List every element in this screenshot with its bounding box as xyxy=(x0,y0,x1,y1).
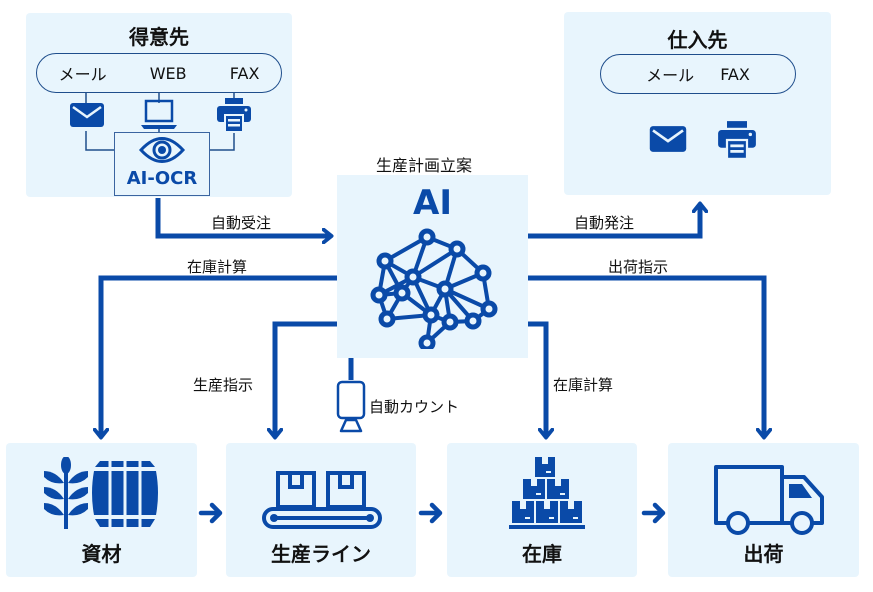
neural-network-brain-icon xyxy=(370,228,498,349)
printer-icon xyxy=(217,98,251,133)
stage-inventory: 在庫 xyxy=(447,443,637,577)
ai-ocr-box: AI-OCR xyxy=(114,132,210,196)
customer-panel: 得意先 メール WEB FAX AI-OCR xyxy=(26,13,292,197)
arrow-line-to-inventory xyxy=(418,502,443,524)
mail-icon xyxy=(70,103,104,127)
ai-ocr-label: AI-OCR xyxy=(126,168,198,189)
channel-fax: FAX xyxy=(229,63,260,83)
stacked-boxes-icon xyxy=(509,457,585,529)
supplier-channels-pill: メール FAX xyxy=(600,54,796,94)
label-auto-order-place: 自動発注 xyxy=(574,214,635,232)
channel-fax: FAX xyxy=(720,64,750,84)
conveyor-belt-icon xyxy=(262,471,382,529)
supplier-title: 仕入先 xyxy=(667,28,728,52)
arrow-materials-to-line xyxy=(198,502,223,524)
wheat-barrel-icon xyxy=(44,457,158,529)
camera-icon xyxy=(336,380,366,433)
ai-caption: 生産計画立案 xyxy=(376,156,473,175)
label-auto-count: 自動カウント xyxy=(369,398,460,416)
label-auto-order-receive: 自動受注 xyxy=(211,214,272,232)
arrow-production-instruction xyxy=(275,321,338,436)
eye-icon xyxy=(138,137,186,163)
stage-label: 出荷 xyxy=(743,542,784,566)
stage-label: 生産ライン xyxy=(271,542,371,566)
stage-shipping: 出荷 xyxy=(668,443,859,577)
customer-title: 得意先 xyxy=(129,25,189,49)
arrow-inventory-calc-left xyxy=(101,275,338,436)
arrow-inventory-to-shipping xyxy=(641,502,666,524)
label-inventory-calc-left: 在庫計算 xyxy=(187,258,248,276)
stage-production-line: 生産ライン xyxy=(226,443,416,577)
arrow-shipping-instruction xyxy=(528,275,764,436)
arrow-inventory-calc-right xyxy=(528,321,546,436)
arrow-auto-order-place xyxy=(528,205,700,239)
arrow-auto-order-receive xyxy=(155,198,330,236)
ai-title: AI xyxy=(413,183,452,223)
laptop-icon xyxy=(141,99,177,129)
printer-icon xyxy=(718,121,756,160)
mail-icon xyxy=(649,126,687,152)
channel-web: WEB xyxy=(149,63,187,83)
truck-icon xyxy=(714,465,824,535)
supplier-panel: 仕入先 メール FAX xyxy=(564,12,831,195)
stage-label: 在庫 xyxy=(522,542,562,566)
label-production-instruction: 生産指示 xyxy=(193,376,254,394)
customer-channels-pill: メール WEB FAX xyxy=(36,53,282,93)
channel-mail: メール xyxy=(58,65,107,84)
stage-materials: 資材 xyxy=(6,443,197,577)
label-inventory-calc-right: 在庫計算 xyxy=(553,376,614,394)
label-shipping-instruction: 出荷指示 xyxy=(608,258,669,276)
channel-mail: メール xyxy=(646,66,695,85)
stage-label: 資材 xyxy=(81,542,122,566)
ai-panel: AI xyxy=(337,175,528,358)
